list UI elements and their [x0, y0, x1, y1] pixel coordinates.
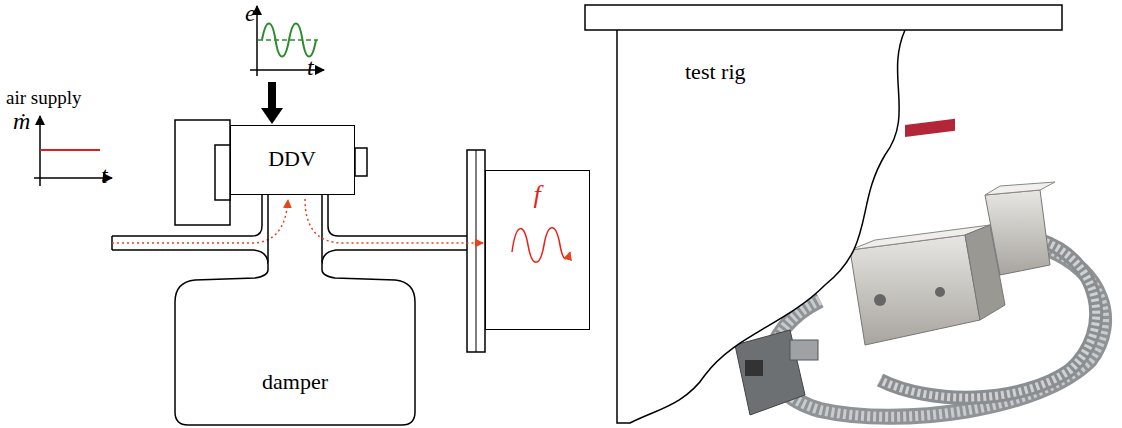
air-flow-arrow: [305, 199, 483, 243]
axis-label: t: [101, 162, 108, 188]
axis-label: t: [307, 54, 314, 80]
valve-box: DDV: [230, 125, 355, 195]
node-label: test rig: [685, 60, 746, 84]
node-label: f: [533, 181, 540, 210]
flange: [476, 150, 477, 352]
motor-housing: [215, 145, 230, 200]
damper-vessel-outline: [175, 262, 415, 425]
damper-neck: [268, 195, 322, 263]
axis-label: ṁ: [13, 108, 30, 134]
mass-flow-plot: [34, 116, 112, 186]
test-rig-outline: [585, 5, 1065, 425]
motor-housing: [175, 120, 230, 225]
damper-vessel: damper: [175, 262, 415, 425]
axis-label: e: [245, 0, 256, 26]
pressure-wave: [512, 228, 570, 263]
signal-name: air supply: [6, 88, 81, 109]
test-rig: test rig: [585, 5, 1065, 425]
node-label: DDV: [268, 147, 316, 171]
input-arrow: [261, 82, 283, 124]
connector-box: [355, 148, 367, 176]
node-label: damper: [262, 370, 328, 394]
flange: [467, 150, 485, 352]
air-pipe: [112, 195, 470, 264]
duct: f: [485, 170, 590, 330]
